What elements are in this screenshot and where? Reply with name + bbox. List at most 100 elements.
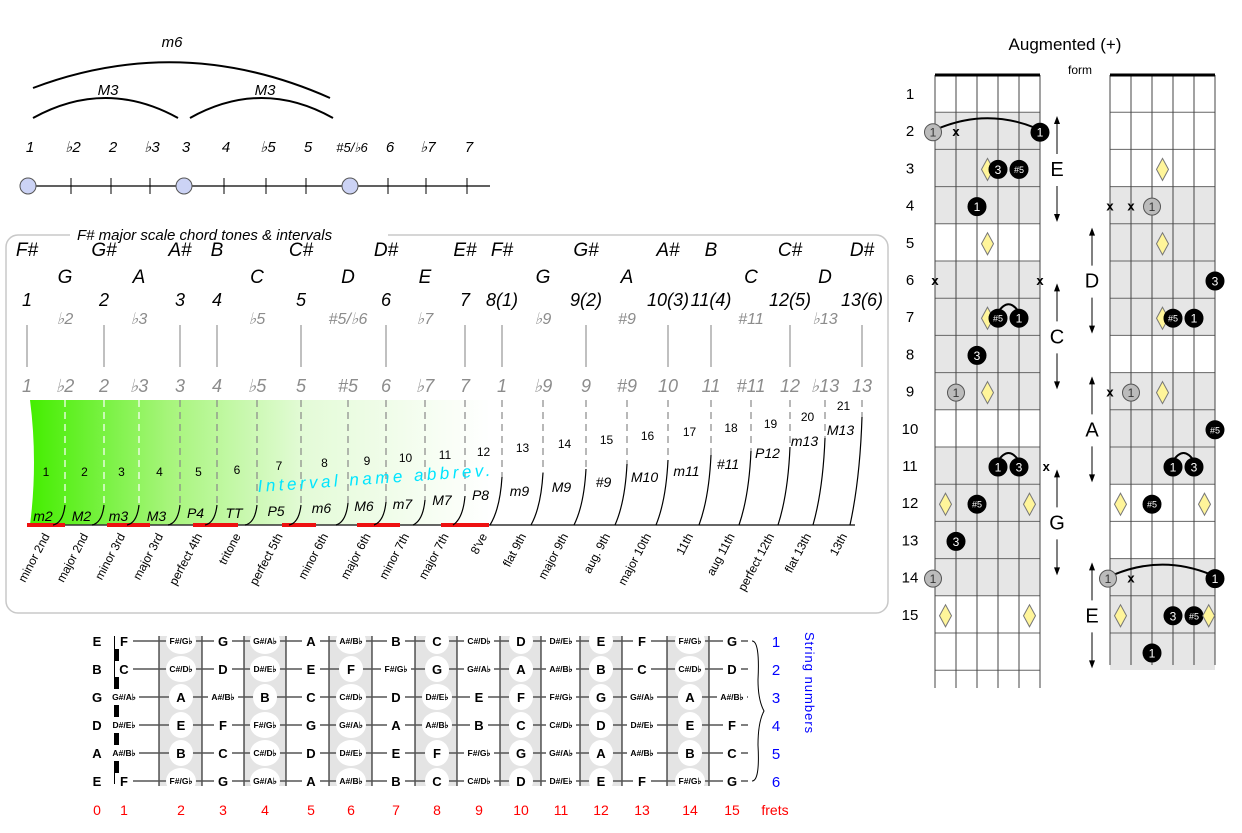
form-shape-label: G bbox=[1049, 512, 1065, 534]
fret-note: A#/B♭ bbox=[630, 748, 653, 758]
chord-tone-dot bbox=[19, 177, 37, 195]
interval-abbrev: m11 bbox=[673, 463, 699, 479]
chord-tone-dot bbox=[988, 308, 1008, 328]
note-highlight bbox=[675, 628, 705, 654]
scale-degree: #5/♭6 bbox=[329, 311, 368, 328]
bottom-degree: ♭2 bbox=[56, 376, 75, 396]
note-highlight bbox=[589, 712, 613, 738]
fret-note: F bbox=[120, 774, 128, 789]
finger-label: #5 bbox=[1014, 165, 1024, 175]
scale-degree: ♭9 bbox=[535, 311, 552, 328]
note-highlight bbox=[425, 628, 449, 654]
note-name: G bbox=[58, 267, 73, 288]
note-name: B bbox=[211, 240, 224, 261]
note-name: G# bbox=[573, 240, 599, 261]
note-highlight bbox=[425, 740, 449, 766]
interval-separator bbox=[204, 504, 218, 526]
interval-separator bbox=[412, 499, 426, 526]
finger-label: #5 bbox=[1189, 611, 1199, 621]
fret-marker-diamond-icon bbox=[938, 492, 953, 517]
note-bg bbox=[546, 717, 576, 733]
scale-degree: 3 bbox=[175, 290, 185, 310]
interval-abbrev: #9 bbox=[596, 474, 612, 490]
note-highlight bbox=[169, 712, 193, 738]
note-bg bbox=[633, 773, 651, 789]
scale-degree: #9 bbox=[618, 311, 636, 328]
fret-label: 6 bbox=[906, 272, 914, 289]
note-bg bbox=[627, 689, 657, 705]
fret-marker-diamond-icon bbox=[980, 231, 995, 256]
chord-tone-dot bbox=[1142, 643, 1162, 663]
fret-note: C bbox=[727, 746, 737, 761]
scale-degree: 1 bbox=[22, 290, 32, 310]
note-highlight bbox=[253, 684, 277, 710]
interval-arc bbox=[32, 97, 179, 119]
interval-abbrev: #11 bbox=[717, 456, 739, 472]
note-highlight bbox=[589, 684, 613, 710]
finger-label: 3 bbox=[1170, 609, 1177, 623]
fret-note: G bbox=[306, 718, 316, 733]
fret-marker-diamond-icon bbox=[1202, 603, 1216, 628]
note-name: D# bbox=[374, 240, 399, 261]
fret-number: 8 bbox=[433, 802, 441, 818]
bottom-degree: ♭3 bbox=[130, 376, 149, 396]
note-bg bbox=[546, 633, 576, 649]
scale-degree: 12(5) bbox=[769, 290, 811, 310]
chord-tone-dot bbox=[1009, 159, 1029, 179]
note-highlight bbox=[336, 768, 366, 794]
fret-label: 8 bbox=[906, 346, 914, 363]
bottom-degree: #5 bbox=[338, 376, 359, 396]
chord-tone-dot bbox=[988, 457, 1008, 477]
finger-label: 1 bbox=[1037, 126, 1044, 140]
string-number: 3 bbox=[772, 690, 780, 707]
fret-note: F#/G♭ bbox=[468, 748, 491, 758]
fret-note: D bbox=[218, 662, 227, 677]
note-highlight bbox=[509, 740, 533, 766]
note-name: D bbox=[818, 267, 832, 288]
fret-note: E bbox=[392, 746, 401, 761]
fret-label: 10 bbox=[902, 421, 919, 438]
note-highlight bbox=[509, 768, 533, 794]
note-highlight bbox=[336, 712, 366, 738]
fret-note: C#/D♭ bbox=[549, 720, 572, 730]
fret-note: E bbox=[307, 662, 316, 677]
note-highlight bbox=[589, 740, 613, 766]
fret-number: 12 bbox=[593, 802, 609, 818]
scale-degree: 9(2) bbox=[570, 290, 602, 310]
interval-separator bbox=[167, 504, 181, 526]
finger-label: 1 bbox=[1016, 312, 1023, 326]
note-highlight bbox=[336, 684, 366, 710]
note-bg bbox=[214, 717, 232, 733]
fret-note: A bbox=[685, 690, 695, 705]
string-numbers-label: String numbers bbox=[802, 632, 817, 734]
interval-number: 13 bbox=[516, 441, 530, 455]
fret-number: 1 bbox=[120, 802, 128, 818]
fret-note: F bbox=[728, 718, 736, 733]
chord-tone-dot bbox=[1205, 271, 1225, 291]
fret-note: C#/D♭ bbox=[253, 748, 276, 758]
fret-marker-diamond-icon bbox=[938, 603, 953, 628]
scale-degree: ♭5 bbox=[249, 311, 266, 328]
fret-label: 4 bbox=[906, 198, 914, 215]
note-highlight bbox=[250, 768, 280, 794]
chord-tone-dot bbox=[988, 159, 1008, 179]
note-bg bbox=[387, 717, 405, 733]
scale-degree: 7 bbox=[460, 290, 471, 310]
fret-number: 13 bbox=[634, 802, 650, 818]
muted-string-x: x bbox=[1127, 571, 1135, 586]
muted-string-x: x bbox=[1106, 199, 1114, 214]
finger-label: 3 bbox=[1212, 275, 1219, 289]
scale-degree: 11(4) bbox=[691, 290, 732, 310]
interval-abbrev: P5 bbox=[267, 503, 284, 519]
note-bg bbox=[302, 745, 320, 761]
fret-note: A bbox=[391, 718, 401, 733]
muted-string-x: x bbox=[1106, 385, 1114, 400]
chord-tone-dot bbox=[1205, 569, 1225, 589]
interval-number: 14 bbox=[558, 437, 572, 451]
fret-note: A#/B♭ bbox=[549, 664, 572, 674]
note-name: E# bbox=[453, 240, 477, 261]
fret-note: A bbox=[306, 774, 316, 789]
interval-abbrev: M13 bbox=[827, 422, 854, 438]
